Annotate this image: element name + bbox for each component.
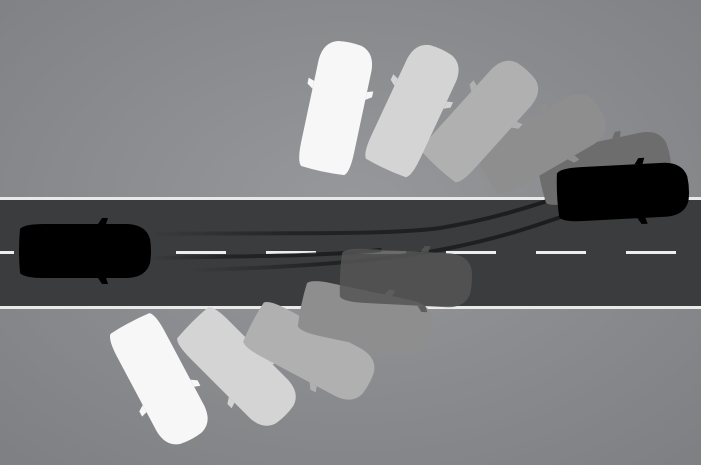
skid-mark [148, 193, 568, 236]
skid-mark [188, 212, 572, 272]
road-edge-line-top [0, 197, 701, 200]
car-top-view-icon [19, 218, 151, 284]
